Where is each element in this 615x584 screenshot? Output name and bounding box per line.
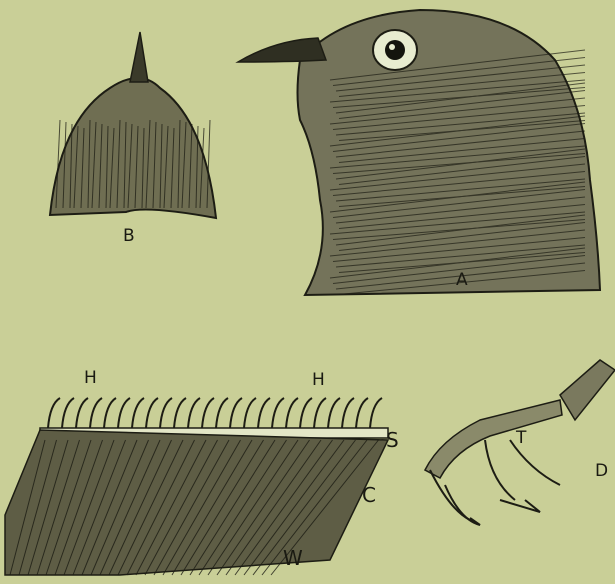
- label-s: S: [386, 430, 399, 450]
- label-w: W: [283, 548, 303, 568]
- label-d: D: [595, 463, 608, 480]
- label-c: C: [362, 485, 376, 505]
- figure-b-head-top-view: [50, 32, 216, 218]
- label-h-left: H: [84, 370, 97, 387]
- figure-c-wing-feathers: [5, 398, 388, 575]
- label-b: B: [123, 228, 135, 245]
- label-h-right: H: [312, 372, 325, 389]
- label-a: A: [456, 272, 468, 289]
- figure-a-head-side-view: [238, 10, 600, 295]
- label-t: T: [516, 430, 526, 447]
